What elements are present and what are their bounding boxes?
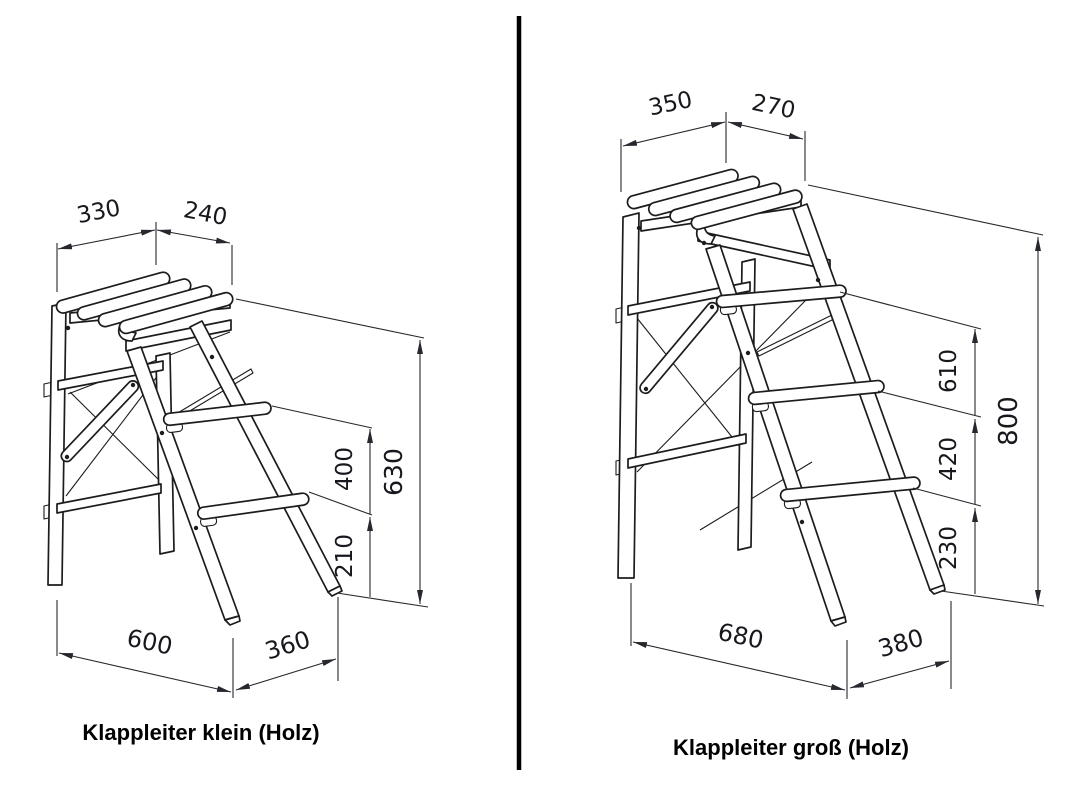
- small-screw-3: [130, 382, 136, 388]
- small-ladder-caption: Klappleiter klein (Holz): [82, 720, 319, 745]
- big-ladder-figure: [615, 168, 946, 627]
- big-dim-420-label: 420: [936, 437, 962, 481]
- small-screw-4: [159, 430, 165, 436]
- big-screw-7: [799, 519, 805, 525]
- big-dim-270-label: 270: [749, 90, 797, 125]
- big-ext-step1-level: [839, 291, 982, 330]
- big-screw-5: [745, 350, 751, 356]
- small-dim-240-label: 240: [181, 197, 229, 231]
- big-ext-platform-level: [807, 184, 1044, 236]
- small-ext-step2-level: [308, 491, 373, 516]
- big-inner-foot: [830, 616, 847, 627]
- small-dim-360-line: [235, 658, 337, 691]
- small-rear-xbrace-3: [69, 391, 163, 484]
- big-dim-610-label: 610: [936, 349, 962, 393]
- big-step-2: [747, 379, 885, 406]
- small-outer-foot: [327, 585, 343, 597]
- small-ladder-dimensions: 330 240 630 400 210 600 360: [56, 195, 429, 698]
- small-screw-5: [209, 354, 215, 360]
- small-screw-2: [64, 454, 70, 460]
- big-screw-4: [709, 304, 715, 310]
- small-step-2: [196, 492, 310, 520]
- small-dim-360-label: 360: [262, 625, 314, 665]
- small-rear-rail-lower: [56, 483, 162, 514]
- big-rear-xbrace-2: [636, 317, 745, 453]
- small-dim-630-label: 630: [379, 448, 408, 496]
- big-folding-brace: [639, 301, 719, 395]
- big-outer-foot: [929, 584, 946, 595]
- big-ext-ground-level: [940, 590, 1045, 607]
- small-dim-240-line: [156, 229, 231, 244]
- small-rear-left-leg: [47, 302, 67, 586]
- small-ladder-figure: [43, 271, 343, 626]
- big-dim-680-line: [632, 641, 846, 691]
- big-ext-step3-level: [912, 487, 982, 507]
- big-slat-4: [690, 189, 803, 231]
- big-dim-230-label: 230: [936, 526, 962, 570]
- small-ext-step1-level: [271, 405, 373, 429]
- small-ext-ground-level: [336, 592, 429, 608]
- big-screw-2: [701, 240, 707, 246]
- big-corner-bracket: [695, 224, 716, 245]
- small-screw-1: [65, 325, 71, 331]
- small-slat-4: [118, 291, 234, 335]
- big-dim-680-label: 680: [715, 618, 766, 655]
- big-screw-3: [643, 386, 649, 392]
- small-step-1: [162, 401, 272, 427]
- small-dim-210-label: 210: [332, 534, 358, 578]
- big-dim-350-line: [622, 121, 726, 147]
- small-dim-400-label: 400: [332, 447, 358, 491]
- big-ladder-dimensions: 350 270 800 610 420 230 680 380: [620, 87, 1045, 699]
- big-dim-380-label: 380: [875, 624, 927, 664]
- small-dim-330-label: 330: [75, 195, 123, 229]
- small-folding-brace: [60, 380, 140, 463]
- big-step-1: [715, 284, 847, 309]
- big-front-diagonal: [756, 313, 837, 357]
- big-screw-6: [815, 277, 821, 283]
- small-dim-330-line: [57, 229, 156, 250]
- big-rear-xbrace-1: [636, 299, 807, 473]
- big-screw-1: [636, 225, 642, 231]
- big-step-3: [779, 476, 921, 503]
- big-ladder-caption: Klappleiter groß (Holz): [673, 735, 909, 760]
- small-inner-foot: [224, 615, 241, 626]
- small-dim-600-label: 600: [124, 624, 175, 661]
- big-dim-800-label: 800: [994, 396, 1024, 446]
- small-dim-600-line: [58, 652, 232, 693]
- big-dim-380-line: [849, 660, 950, 689]
- small-ext-platform-level: [235, 298, 425, 339]
- small-screw-6: [193, 525, 199, 531]
- big-rear-left-leg: [617, 212, 640, 579]
- big-dim-350-label: 350: [646, 87, 694, 122]
- big-dim-270-line: [727, 121, 804, 140]
- big-rear-rail-lower: [627, 433, 747, 469]
- big-ext-step2-level: [877, 390, 982, 418]
